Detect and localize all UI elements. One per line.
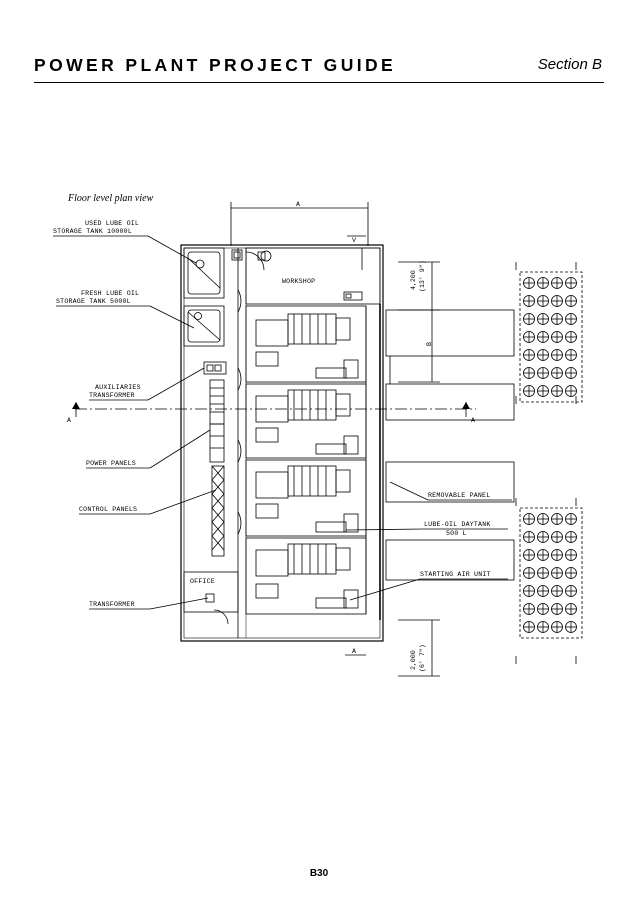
dim-2000: 2,000 (410, 650, 417, 670)
label-transformer: TRANSFORMER (89, 601, 135, 608)
label-used-lube-oil-1: USED LUBE OIL (85, 220, 139, 227)
label-removable-panel: REMOVABLE PANEL (428, 492, 490, 499)
section-label: Section B (537, 56, 602, 73)
label-auxiliaries: AUXILIARIES (95, 384, 141, 391)
engine-hall-3 (245, 459, 367, 537)
engine-hall-1 (245, 305, 367, 383)
engine-hall-4 (245, 537, 367, 615)
header-rule (34, 82, 604, 83)
label-office: OFFICE (190, 578, 215, 585)
label-starting-air-unit: STARTING AIR UNIT (420, 571, 491, 578)
label-fresh-lube-oil-2: STORAGE TANK 5000L (56, 298, 131, 305)
label-used-lube-oil-2: STORAGE TANK 10000L (53, 228, 132, 235)
dim-b: B (426, 342, 433, 346)
engine-hall-2 (245, 383, 367, 459)
label-control-panels: CONTROL PANELS (79, 506, 137, 513)
view-marker-v: V (352, 237, 356, 244)
section-marker-a-left: A (67, 417, 71, 424)
drawing-title: Floor level plan view (67, 193, 154, 204)
label-workshop: WORKSHOP (282, 278, 315, 285)
document-title: POWER PLANT PROJECT GUIDE (34, 55, 397, 75)
section-marker-a-right: A (471, 417, 475, 424)
label-fresh-lube-oil-1: FRESH LUBE OIL (81, 290, 139, 297)
page-number: B30 (309, 868, 329, 879)
radiator-cooler-banks (515, 262, 583, 664)
dim-4200-ft: (13' 9") (419, 260, 426, 292)
view-marker-a: A (352, 648, 356, 655)
label-power-panels: POWER PANELS (86, 460, 136, 467)
label-lube-oil-daytank-1: LUBE-OIL DAYTANK (424, 521, 491, 528)
dim-a: A (296, 201, 300, 208)
label-aux-transformer: TRANSFORMER (89, 392, 135, 399)
label-lube-oil-daytank-2: 500 L (446, 530, 467, 537)
dim-4200: 4,200 (410, 270, 417, 290)
dim-2000-ft: (6' 7") (419, 644, 426, 672)
